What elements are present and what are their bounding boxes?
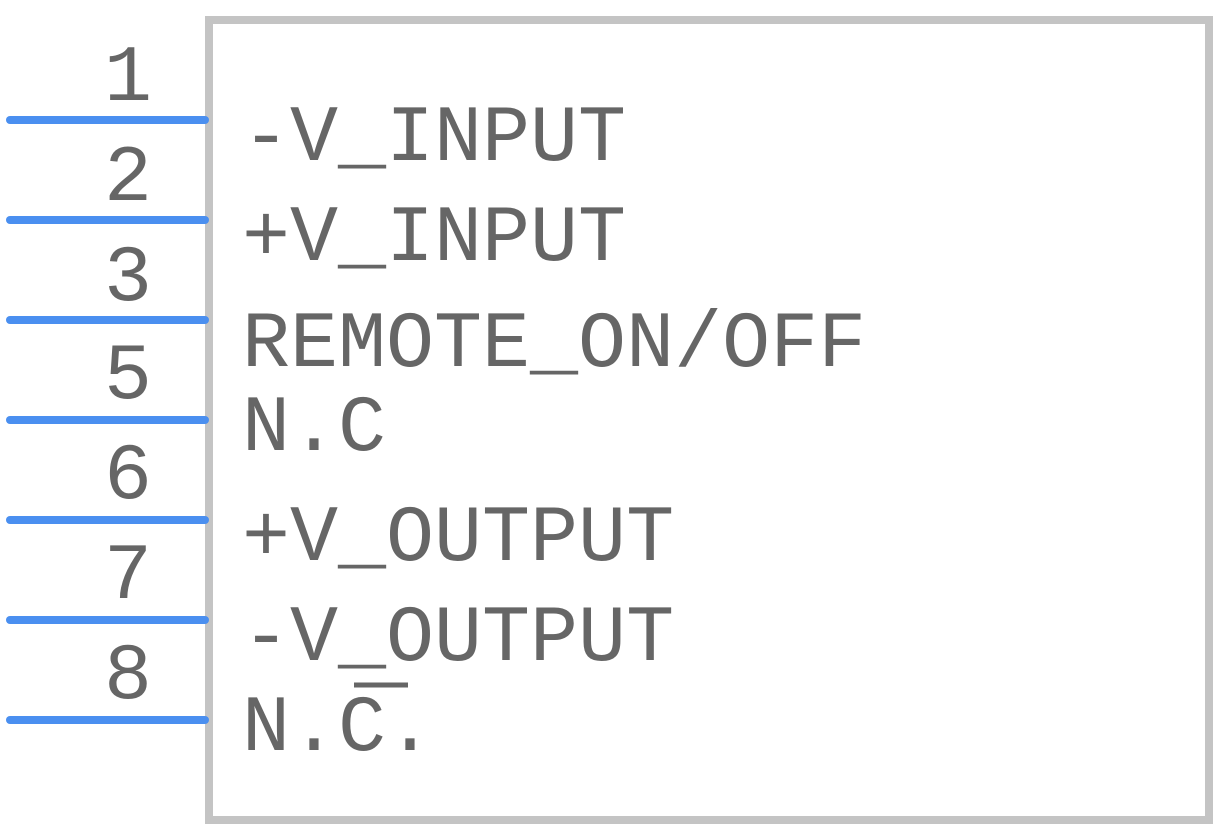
pin-1-number: 1	[104, 34, 152, 125]
pin-2-label: +V_INPUT	[242, 194, 626, 285]
pin-7-number: 7	[104, 532, 152, 623]
pin-1-label: -V_INPUT	[242, 94, 626, 185]
pin-5-number: 5	[104, 332, 152, 423]
pin-3-label: REMOTE_ON/OFF	[242, 300, 866, 391]
pin-8-label: N.C.	[242, 684, 434, 775]
pin-2-number: 2	[104, 134, 152, 225]
pin-7-label: -V_OUTPUT	[242, 594, 674, 685]
pin-3-number: 3	[104, 234, 152, 325]
pin-5-label: N.C	[242, 384, 386, 475]
pin-8-number: 8	[104, 632, 152, 723]
pin-6-number: 6	[104, 432, 152, 523]
pin-6-label: +V_OUTPUT	[242, 494, 674, 585]
